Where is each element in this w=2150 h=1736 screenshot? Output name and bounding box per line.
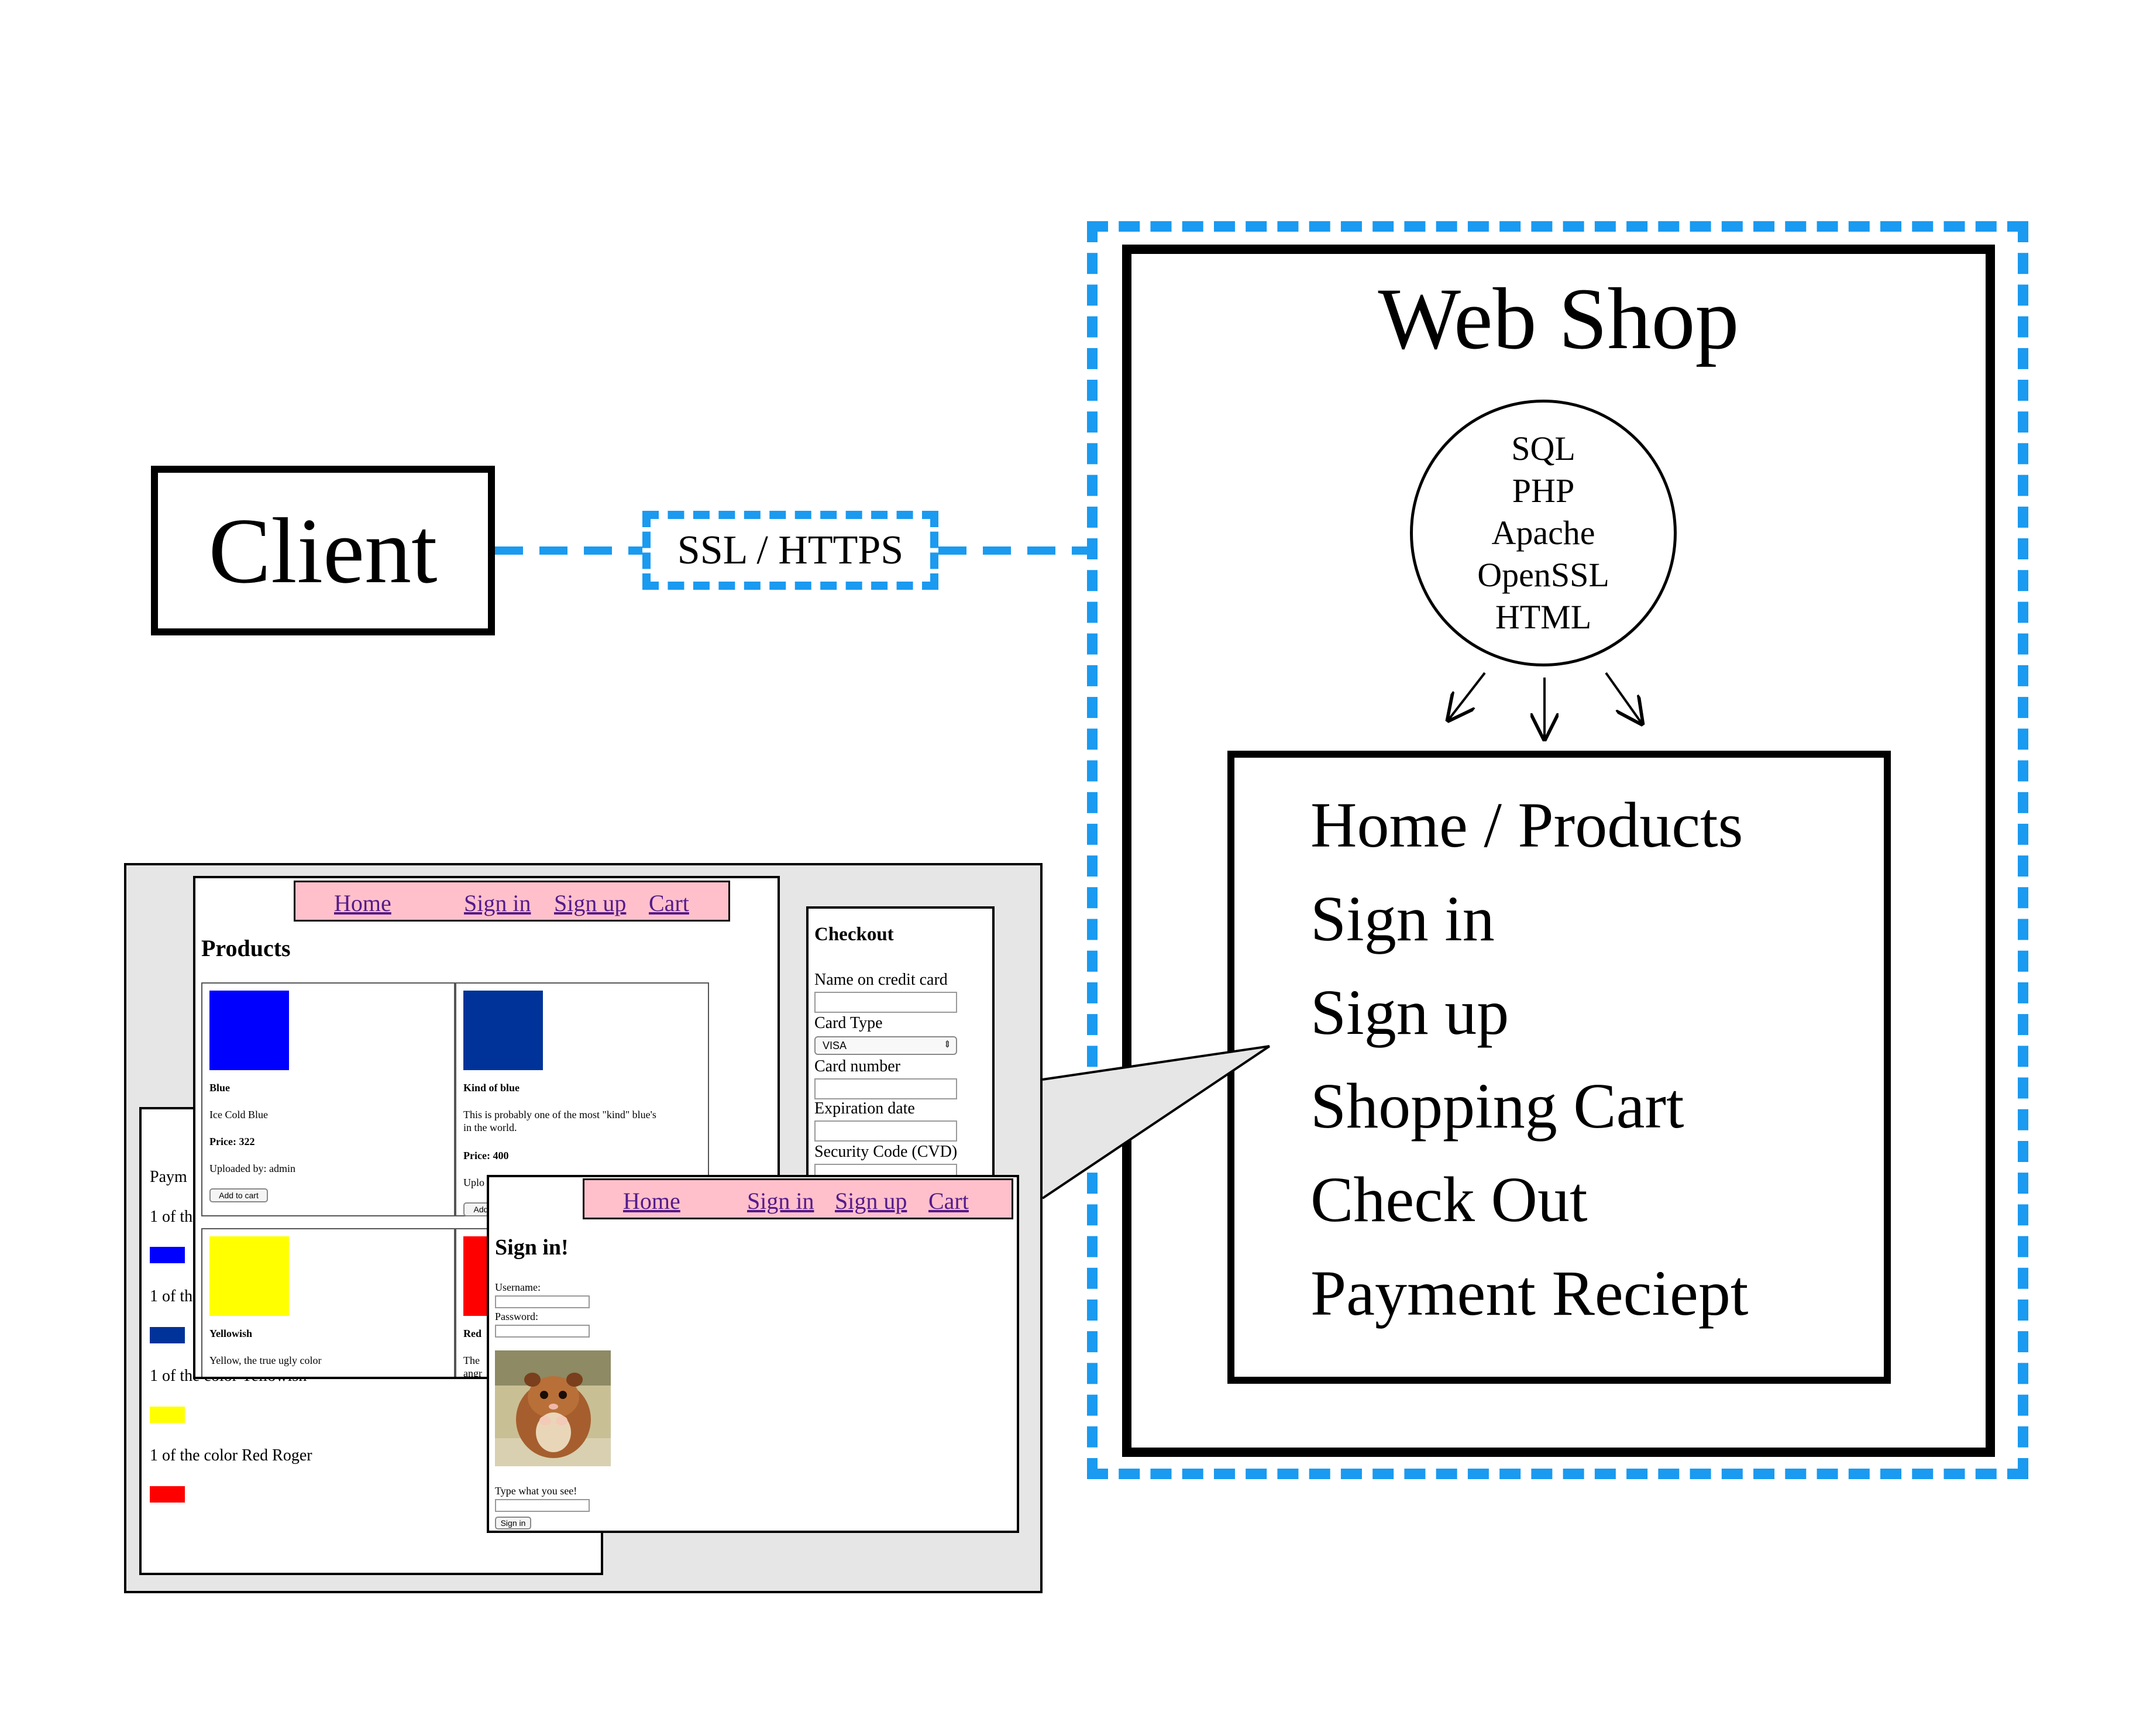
pages-box bbox=[1227, 751, 1891, 1384]
product-name: Kind of blue bbox=[463, 1082, 520, 1094]
expiration-date-label: Expiration date bbox=[814, 1099, 915, 1118]
receipt-line: 1 of th bbox=[150, 1208, 193, 1226]
product-description: This is probably one of the most "kind" … bbox=[463, 1109, 656, 1120]
connection-label: SSL / HTTPS bbox=[677, 527, 904, 573]
receipt-swatch-yellowish bbox=[150, 1407, 185, 1423]
product-description: Ice Cold Blue bbox=[209, 1109, 268, 1120]
captcha-hamster-image bbox=[495, 1350, 611, 1466]
webshop-title: Web Shop bbox=[1378, 270, 1739, 367]
receipt-heading: Paym bbox=[150, 1168, 187, 1186]
stack-item-html: HTML bbox=[1495, 598, 1592, 636]
arrow-right bbox=[1605, 672, 1642, 723]
product-name: Blue bbox=[209, 1082, 231, 1094]
card-type-value: VISA bbox=[823, 1040, 847, 1051]
client-label: Client bbox=[208, 498, 438, 603]
nav-home-link[interactable]: Home bbox=[334, 890, 391, 916]
signin-heading: Sign in! bbox=[495, 1235, 569, 1260]
product-uploader: Uplo bbox=[463, 1177, 484, 1188]
product-image-yellowish bbox=[209, 1236, 289, 1316]
nav-cart-link[interactable]: Cart bbox=[928, 1188, 969, 1214]
stack-item-php: PHP bbox=[1512, 472, 1575, 510]
product-card: Kind of blue This is probably one of the… bbox=[455, 982, 709, 1216]
stack-item-openssl: OpenSSL bbox=[1477, 556, 1609, 594]
select-arrows-icon: ⇕ bbox=[943, 1040, 951, 1050]
product-name: Yellowish bbox=[209, 1328, 253, 1339]
card-number-label: Card number bbox=[814, 1057, 900, 1075]
checkout-window: Checkout Name on credit card Card Type V… bbox=[806, 906, 995, 1180]
receipt-swatch-red bbox=[150, 1486, 185, 1503]
credit-card-name-label: Name on credit card bbox=[814, 971, 948, 989]
page-check-out: Check Out bbox=[1310, 1164, 1588, 1235]
password-input[interactable] bbox=[495, 1325, 590, 1338]
nav-signup-link[interactable]: Sign up bbox=[835, 1188, 907, 1214]
card-type-select[interactable]: VISA ⇕ bbox=[814, 1036, 957, 1055]
page-sign-up: Sign up bbox=[1310, 977, 1509, 1048]
expiration-date-input[interactable] bbox=[814, 1120, 957, 1142]
nav-home-link[interactable]: Home bbox=[623, 1188, 680, 1214]
products-heading: Products bbox=[201, 935, 291, 961]
nav-cart-link[interactable]: Cart bbox=[649, 890, 689, 916]
stack-item-sql: SQL bbox=[1511, 429, 1575, 467]
signin-button[interactable]: Sign in bbox=[495, 1517, 531, 1529]
arrow-left bbox=[1449, 672, 1486, 720]
product-description: Yellow, the true ugly color bbox=[209, 1355, 322, 1366]
checkout-heading: Checkout bbox=[814, 924, 894, 945]
page-payment-receipt: Payment Reciept bbox=[1310, 1257, 1749, 1329]
product-description-cont: angr bbox=[463, 1367, 482, 1379]
client-box: Client bbox=[151, 466, 495, 635]
product-price: Price: 322 bbox=[209, 1136, 255, 1147]
receipt-swatch-kind-of-blue bbox=[150, 1327, 185, 1343]
password-label: Password: bbox=[495, 1311, 539, 1322]
nav-bar: Home Sign in Sign up Cart bbox=[583, 1178, 1013, 1219]
product-image-blue bbox=[209, 991, 289, 1070]
nav-signin-link[interactable]: Sign in bbox=[747, 1188, 814, 1214]
receipt-line: 1 of th bbox=[150, 1287, 193, 1305]
add-to-cart-button[interactable]: Add to cart bbox=[209, 1188, 268, 1202]
product-uploader: Uploaded by: admin bbox=[209, 1163, 295, 1174]
page-sign-in: Sign in bbox=[1310, 883, 1495, 954]
product-price: Price: 400 bbox=[463, 1150, 509, 1161]
receipt-swatch-blue bbox=[150, 1247, 185, 1263]
nav-bar: Home Sign in Sign up Cart bbox=[294, 881, 730, 922]
product-name: Red bbox=[463, 1328, 481, 1339]
product-card: Yellowish Yellow, the true ugly color bbox=[201, 1228, 455, 1377]
page-home-products: Home / Products bbox=[1310, 789, 1743, 861]
stack-item-apache: Apache bbox=[1491, 514, 1595, 552]
nav-signin-link[interactable]: Sign in bbox=[464, 890, 531, 916]
card-number-input[interactable] bbox=[814, 1078, 957, 1099]
product-description-cont: in the world. bbox=[463, 1122, 517, 1133]
captcha-label: Type what you see! bbox=[495, 1485, 577, 1497]
receipt-line: 1 of the color Red Roger bbox=[150, 1446, 312, 1465]
product-description: The bbox=[463, 1355, 480, 1366]
ssl-https-label: SSL / HTTPS bbox=[642, 511, 938, 590]
tech-stack-circle: SQL PHP Apache OpenSSL HTML bbox=[1410, 400, 1677, 666]
security-code-label: Security Code (CVD) bbox=[814, 1143, 958, 1161]
page-shopping-cart: Shopping Cart bbox=[1310, 1070, 1684, 1142]
card-type-label: Card Type bbox=[814, 1014, 883, 1032]
product-image-kind-of-blue bbox=[463, 991, 543, 1070]
signin-window: Home Sign in Sign up Cart Sign in! Usern… bbox=[487, 1175, 1019, 1533]
username-input[interactable] bbox=[495, 1295, 590, 1308]
captcha-input[interactable] bbox=[495, 1499, 590, 1512]
username-label: Username: bbox=[495, 1281, 541, 1293]
product-card: Blue Ice Cold Blue Price: 322 Uploaded b… bbox=[201, 982, 455, 1216]
nav-signup-link[interactable]: Sign up bbox=[554, 890, 627, 916]
credit-card-name-input[interactable] bbox=[814, 992, 957, 1013]
